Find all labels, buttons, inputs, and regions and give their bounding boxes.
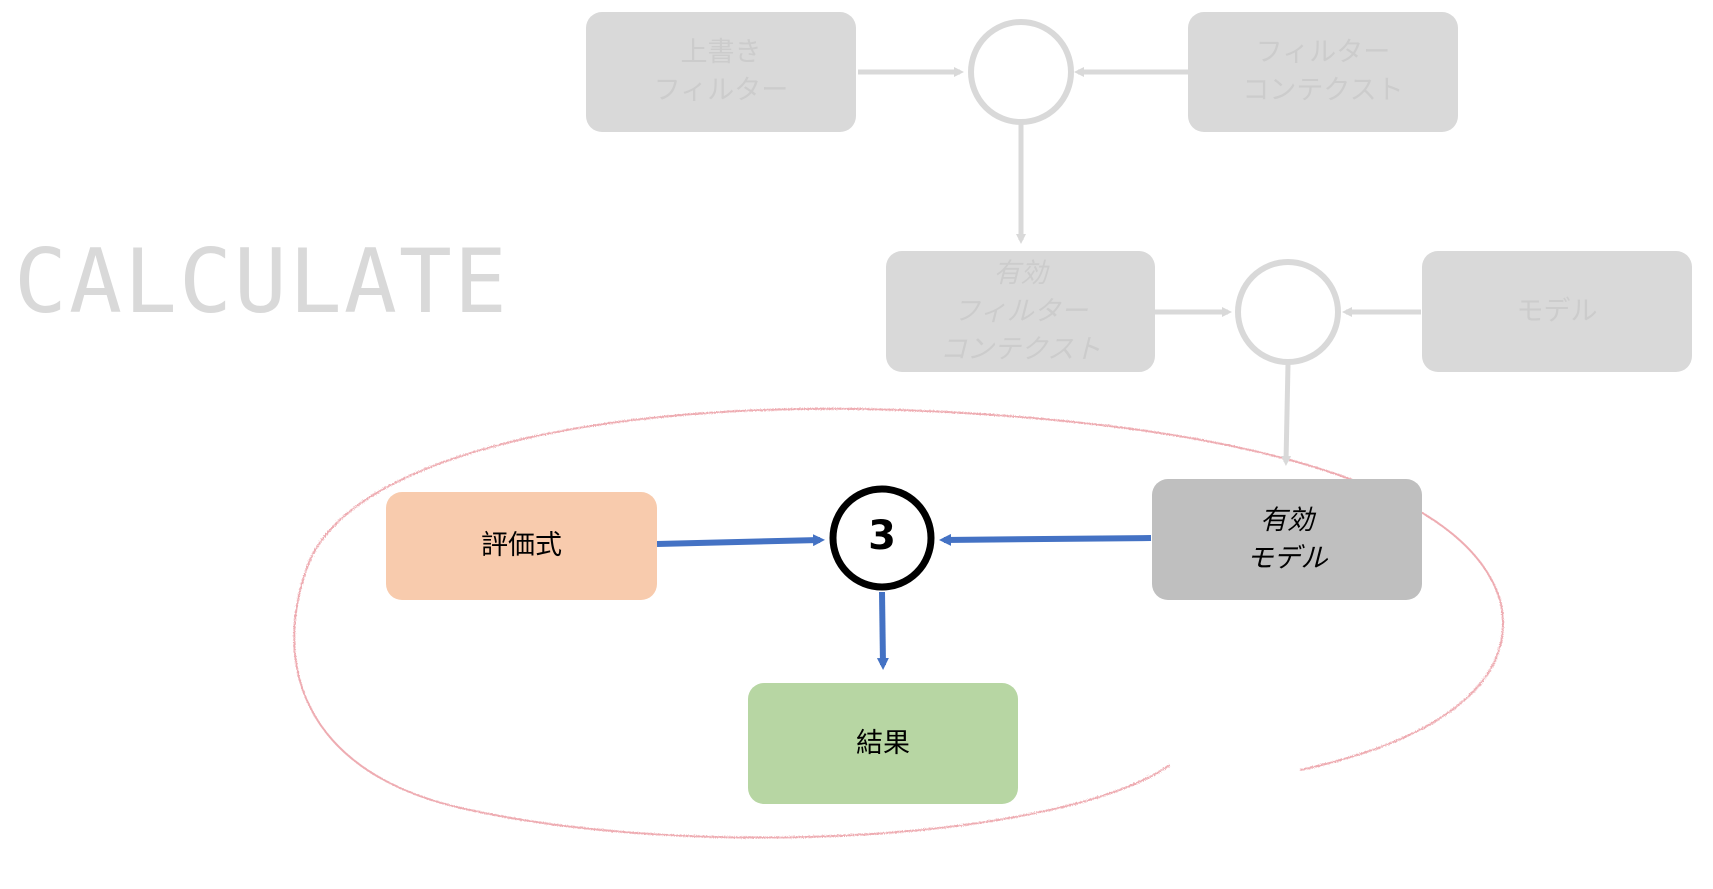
expression-box: 評価式 (386, 492, 657, 600)
effective-model-box: 有効 モデル (1152, 479, 1422, 600)
result-box: 結果 (748, 683, 1018, 804)
merge-circle-1 (968, 19, 1074, 125)
filter-context-box: フィルター コンテクスト (1188, 12, 1458, 132)
step-3-circle (829, 485, 935, 591)
effective-filter-context-line-1: 有効 (993, 257, 1048, 289)
override-filter-line-1: 上書き (680, 37, 762, 68)
override-filter-box: 上書き フィルター (586, 12, 856, 132)
step-3-label: 3 (868, 513, 896, 559)
effective-filter-context-box: 有効 フィルター コンテクスト (886, 251, 1155, 372)
filter-context-line-2: コンテクスト (1242, 75, 1404, 106)
expression-label: 評価式 (481, 530, 562, 561)
effective-model-line-1: 有効 (1260, 504, 1314, 536)
result-label: 結果 (856, 727, 910, 759)
model-label: モデル (1516, 295, 1598, 327)
arrow-circle2-to-effective-model (1281, 363, 1292, 466)
merge-circle-2 (1235, 259, 1341, 365)
effective-filter-context-line-2: フィルター (953, 295, 1088, 327)
arrow-expression-to-step3 (656, 534, 825, 547)
highlight-ellipse (293, 407, 1505, 839)
override-filter-line-2: フィルター (653, 75, 789, 106)
calculate-title: CALCULATE (14, 230, 509, 333)
effective-model-line-2: モデル (1246, 542, 1328, 574)
effective-filter-context-line-3: コンテクスト (939, 333, 1102, 365)
filter-context-line-1: フィルター (1255, 37, 1391, 68)
arrow-step3-to-result (876, 591, 889, 670)
arrow-effective-model-to-step3 (939, 533, 1152, 546)
model-box: モデル (1422, 251, 1692, 372)
